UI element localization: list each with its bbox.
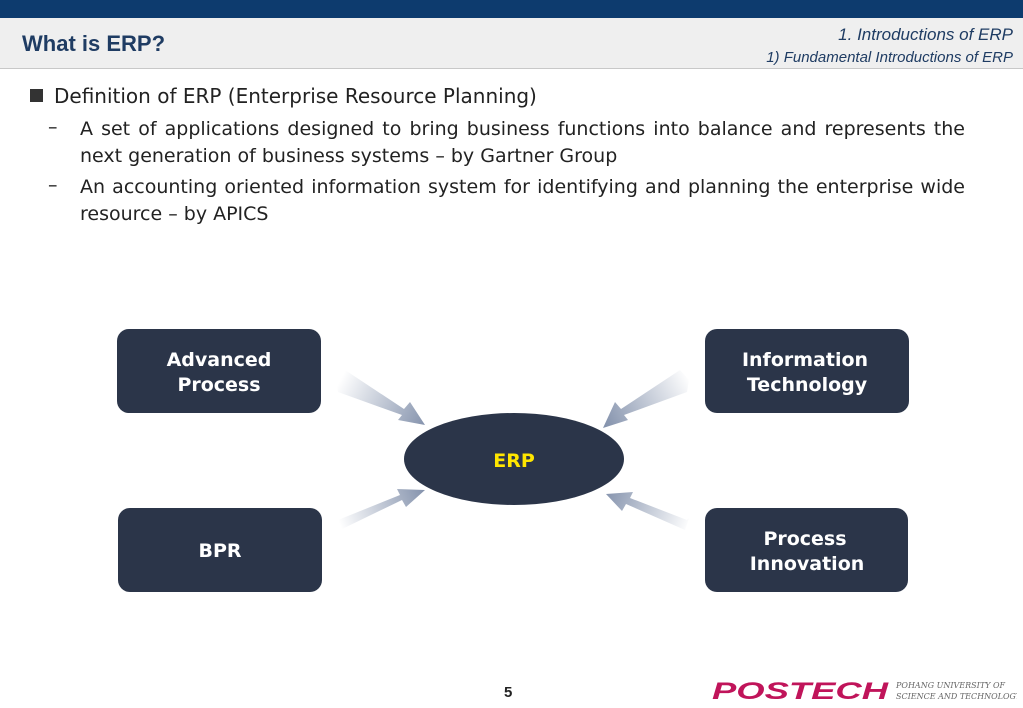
sub-bullet-gartner: A set of applications designed to bring … xyxy=(80,118,965,167)
header-bar xyxy=(0,18,1023,69)
postech-logo-text: POSTECH xyxy=(712,678,889,704)
box-bpr-label: BPR xyxy=(198,540,241,562)
top-accent-bar xyxy=(0,0,1023,18)
erp-center-ellipse xyxy=(404,413,624,505)
arrow-top-left xyxy=(336,370,425,425)
dash-marker: – xyxy=(48,174,58,196)
box-information-technology xyxy=(705,329,909,413)
box-process-innovation xyxy=(705,508,908,592)
subsection-title: 1) Fundamental Introductions of ERP xyxy=(766,49,1013,66)
box-advanced-process-line2: Process xyxy=(177,374,260,396)
box-bpr xyxy=(118,508,322,592)
page-title: What is ERP? xyxy=(22,31,166,56)
dash-marker: – xyxy=(48,116,58,138)
box-advanced-process-line1: Advanced xyxy=(167,349,272,371)
main-bullet-text: Definition of ERP (Enterprise Resource P… xyxy=(54,84,537,108)
arrow-bottom-right xyxy=(606,492,689,530)
logo-caption-line2: SCIENCE AND TECHNOLOGY xyxy=(896,692,1017,701)
erp-center-label: ERP xyxy=(493,450,535,472)
box-information-technology-line1: Information xyxy=(742,349,868,371)
square-bullet-icon xyxy=(30,89,43,102)
postech-logo: POSTECH POHANG UNIVERSITY OF SCIENCE AND… xyxy=(712,678,1017,704)
box-information-technology-line2: Technology xyxy=(747,374,868,396)
arrow-bottom-left xyxy=(336,489,425,530)
box-process-innovation-line2: Innovation xyxy=(750,553,865,575)
main-bullet: Definition of ERP (Enterprise Resource P… xyxy=(30,84,537,108)
sub-bullet-apics: An accounting oriented information syste… xyxy=(80,176,965,225)
page-number: 5 xyxy=(504,684,513,701)
logo-caption-line1: POHANG UNIVERSITY OF xyxy=(895,681,1006,690)
box-process-innovation-line1: Process xyxy=(763,528,846,550)
arrow-top-right xyxy=(603,370,689,428)
section-title: 1. Introductions of ERP xyxy=(838,25,1013,44)
box-advanced-process xyxy=(117,329,321,413)
